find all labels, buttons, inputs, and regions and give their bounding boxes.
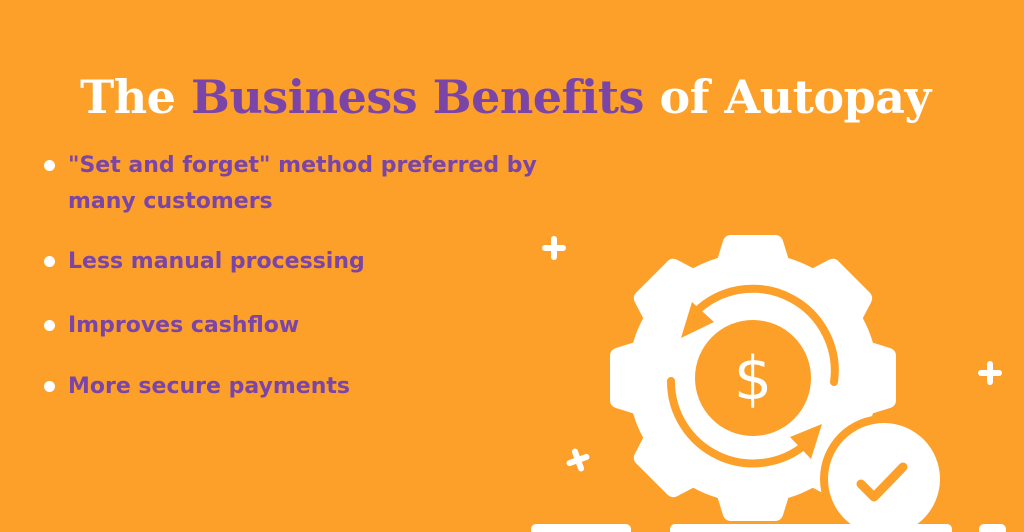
bullet-icon [44,320,55,331]
benefit-text: Less manual processing [68,249,365,274]
benefit-item: "Set and forget" method preferred by man… [44,148,544,220]
ground-bars [531,524,1006,532]
cycle-arrows-icon [666,284,839,468]
title-suffix: of Autopay [643,69,931,124]
bullet-icon [44,160,55,171]
bullet-icon [44,381,55,392]
benefit-item: More secure payments [44,369,544,405]
arrow-head [681,302,822,459]
benefit-text: Improves cashflow [68,313,300,338]
benefits-list: "Set and forget" method preferred by man… [44,148,544,405]
benefit-item: Improves cashflow [44,308,544,344]
title-prefix: The [80,69,191,124]
plus-sparkle-icon [566,448,590,472]
dollar-icon: $ [695,320,811,436]
benefit-item: Less manual processing [44,244,544,280]
page-title: The Business Benefits of Autopay [80,67,931,127]
benefit-text: "Set and forget" method preferred by man… [68,153,537,214]
plus-sparkle-icon [978,361,1002,385]
bullet-icon [44,256,55,267]
check-badge-icon [820,415,948,532]
title-accent: Business Benefits [190,69,644,124]
plus-sparkle-icon [542,236,566,260]
benefit-text: More secure payments [68,374,350,399]
svg-text:$: $ [734,344,772,414]
